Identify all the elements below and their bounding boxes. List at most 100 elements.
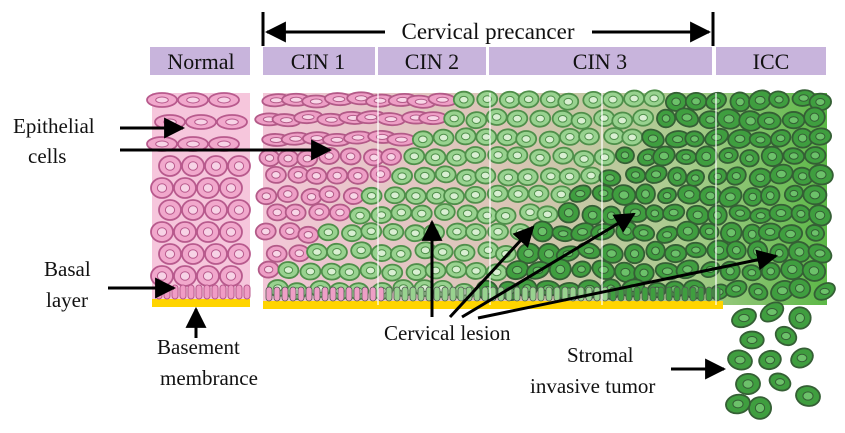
stage-box-normal <box>150 47 250 75</box>
lesion-cell-nucleus <box>556 190 567 199</box>
normal-cell-nucleus <box>163 118 177 126</box>
lesion-cell-nucleus <box>451 265 462 274</box>
lesion-cell-nucleus <box>627 133 637 142</box>
lesion-cell-nucleus <box>411 268 422 276</box>
normal-tissue <box>146 92 251 307</box>
basal-cell <box>243 284 251 300</box>
lesion-cell-nucleus <box>512 114 523 123</box>
tumor-cell-nucleus <box>764 227 776 236</box>
tumor-cell-nucleus <box>731 285 742 293</box>
tumor-cell-nucleus <box>775 169 787 179</box>
stage-box-cin2 <box>378 47 486 75</box>
stage-label-cin1: CIN 1 <box>291 49 345 74</box>
lesion-cell-nucleus <box>533 189 544 198</box>
lesion-cell-nucleus <box>347 229 357 238</box>
dysplastic-pink-cell-nucleus <box>369 153 379 162</box>
lesion-cell-nucleus <box>565 133 575 141</box>
normal-cell-nucleus <box>217 140 231 148</box>
tumor-cell-nucleus <box>796 209 806 218</box>
lesion-cell-nucleus <box>344 268 355 276</box>
tumor-cell-nucleus <box>765 191 775 201</box>
lesion-cell-nucleus <box>323 228 334 237</box>
lesion-cell-nucleus <box>542 210 553 219</box>
tumor-cell-nucleus <box>797 133 808 143</box>
lesion-cell-nucleus <box>409 152 419 161</box>
normal-cell-nucleus <box>164 161 176 171</box>
lesion-cell-nucleus <box>470 151 481 159</box>
normal-cell-nucleus <box>179 227 191 237</box>
tumor-cell-nucleus <box>681 153 691 161</box>
stromal-tumor-cell-nucleus <box>746 335 758 345</box>
basal-cell <box>513 286 521 302</box>
tumor-cell-nucleus <box>723 114 735 124</box>
normal-cell-nucleus <box>187 161 199 171</box>
lesion-cell-nucleus <box>430 153 441 162</box>
stromal-tumor-cell-nucleus <box>795 312 805 324</box>
dysplastic-pink-cell-nucleus <box>436 96 449 103</box>
lesion-cell-nucleus <box>459 95 469 104</box>
tumor-cell-nucleus <box>745 154 754 163</box>
lesion-cell-nucleus <box>563 97 573 106</box>
lesion-tissue <box>254 89 836 309</box>
lesion-cell-nucleus <box>493 189 503 198</box>
dysplastic-pink-cell-nucleus <box>395 136 408 143</box>
tumor-cell-nucleus <box>606 249 617 258</box>
basal-cell <box>529 286 537 302</box>
tumor-cell-nucleus <box>598 189 609 198</box>
lesion-cell-nucleus <box>535 114 545 123</box>
normal-cell-nucleus <box>156 271 168 281</box>
tumor-cell-nucleus <box>748 192 758 202</box>
lesion-cell-nucleus <box>617 116 627 125</box>
tumor-cell-nucleus <box>774 248 784 258</box>
tumor-cell-nucleus <box>747 229 757 239</box>
tumor-cell-nucleus <box>629 249 640 259</box>
tumor-cell-nucleus <box>662 231 673 239</box>
basal-cell <box>393 286 401 302</box>
lesion-cell-nucleus <box>437 248 448 256</box>
stage-header: Normal CIN 1 CIN 2 CIN 3 ICC <box>150 47 826 75</box>
label-stromal-2: invasive tumor <box>530 374 655 398</box>
tumor-cell-nucleus <box>774 95 784 104</box>
lesion-cell-nucleus <box>459 248 470 257</box>
stage-label-cin2: CIN 2 <box>405 49 459 74</box>
tumor-cell-nucleus <box>661 267 673 276</box>
tumor-cell-nucleus <box>775 209 787 217</box>
normal-cell-nucleus <box>179 271 191 281</box>
dysplastic-pink-cell-nucleus <box>306 192 317 201</box>
dysplastic-pink-cell-nucleus <box>290 208 301 217</box>
normal-cell-nucleus <box>187 249 199 259</box>
tumor-cell-nucleus <box>523 248 534 258</box>
label-cervical-lesion: Cervical lesion <box>384 321 511 345</box>
lesion-cell-nucleus <box>609 132 619 140</box>
normal-cell-nucleus <box>156 183 168 193</box>
stromal-tumor-cell-nucleus <box>754 402 766 414</box>
stromal-tumor-cell-nucleus <box>732 399 744 409</box>
dysplastic-pink-cell-nucleus <box>351 134 365 141</box>
normal-cell-nucleus <box>225 183 237 193</box>
tumor-cell-nucleus <box>775 134 786 143</box>
lesion-cell-nucleus <box>500 212 511 220</box>
lesion-cell-nucleus <box>521 135 531 143</box>
label-basement-1: Basement <box>157 335 240 359</box>
tumor-cell-nucleus <box>745 116 756 126</box>
lesion-cell-nucleus <box>452 227 462 236</box>
normal-cell-nucleus <box>155 96 169 104</box>
tumor-cell-nucleus <box>577 228 588 236</box>
lesion-cell-nucleus <box>411 192 421 200</box>
normal-cell-nucleus <box>186 140 200 148</box>
basal-cell <box>553 286 561 302</box>
label-basal-1: Basal <box>44 257 91 281</box>
lesion-cell-nucleus <box>471 267 481 275</box>
tumor-cell-nucleus <box>691 97 701 106</box>
lesion-cell-nucleus <box>558 151 568 160</box>
basal-cell <box>289 286 297 302</box>
normal-basement <box>152 299 250 307</box>
tumor-cell-nucleus <box>682 226 693 236</box>
basal-cell <box>417 286 425 302</box>
basal-cell <box>665 286 673 302</box>
lesion-cell-nucleus <box>515 228 526 236</box>
lesion-basement <box>263 301 723 309</box>
normal-cell-nucleus <box>194 118 208 126</box>
dysplastic-pink-cell-nucleus <box>272 249 282 258</box>
stromal-tumor-cell-nucleus <box>802 391 814 401</box>
